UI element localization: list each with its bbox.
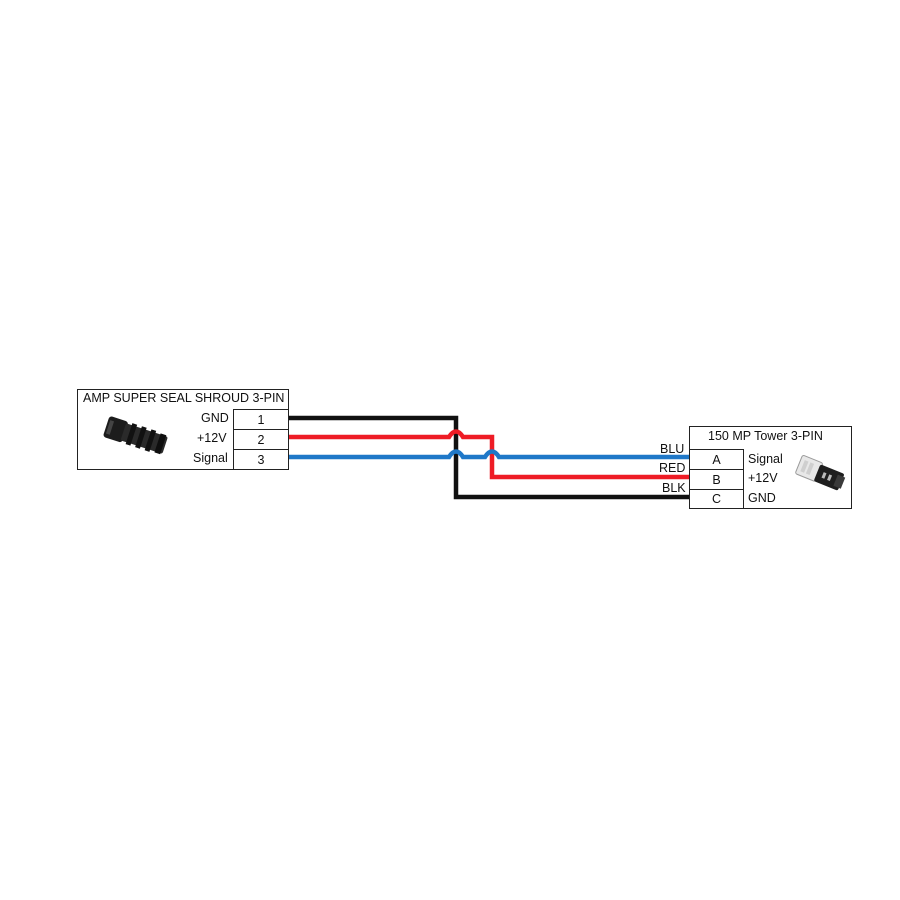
right-pin-b-letter: B [689, 469, 744, 490]
wire-red [288, 429, 690, 480]
wire-label-blu: BLU [660, 442, 685, 456]
wire-label-red: RED [659, 461, 686, 475]
right-pin-a-label: Signal [748, 452, 783, 466]
right-pin-c-label: GND [748, 491, 776, 505]
left-pin-1-number: 1 [233, 409, 289, 430]
left-pin-3-number: 3 [233, 449, 289, 470]
right-pin-c-letter: C [689, 489, 744, 509]
wire-black [288, 415, 690, 500]
right-pin-b-label: +12V [748, 471, 778, 485]
wire-label-blk: BLK [662, 481, 686, 495]
left-pin-1-label: GND [201, 411, 229, 425]
left-pin-2-label: +12V [197, 431, 227, 445]
mp-tower-connector-icon [795, 455, 846, 491]
wire-blue [288, 449, 690, 460]
left-connector-title: AMP SUPER SEAL SHROUD 3-PIN [83, 391, 285, 405]
amp-super-seal-connector-icon [103, 416, 168, 455]
right-connector-title: 150 MP Tower 3-PIN [708, 429, 823, 443]
left-pin-3-label: Signal [193, 451, 228, 465]
right-pin-a-letter: A [689, 449, 744, 470]
left-pin-2-number: 2 [233, 429, 289, 450]
